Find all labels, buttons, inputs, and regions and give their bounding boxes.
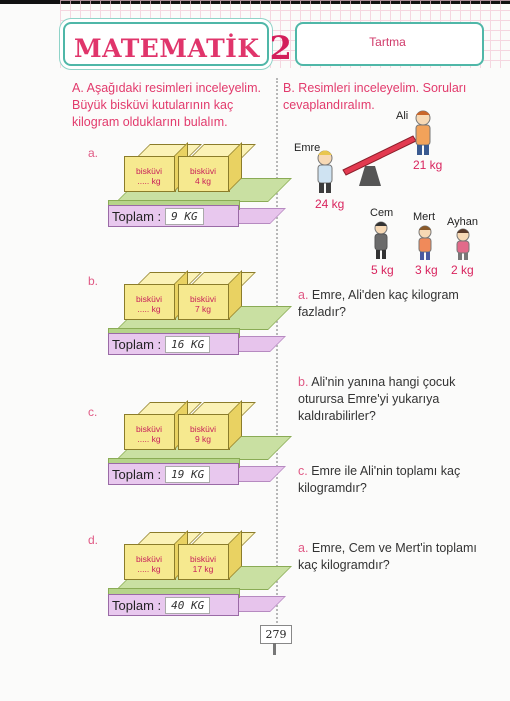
- box1-label: bisküvi..... kg: [136, 294, 162, 314]
- title-box: [63, 22, 269, 66]
- section-a-text: Aşağıdaki resimleri inceleyelim. Büyük b…: [72, 81, 261, 129]
- child-mert-figure: [418, 225, 432, 260]
- child-emre-figure: [317, 150, 333, 193]
- total-bar-d: Toplam : 40 KG: [108, 594, 239, 616]
- seesaw-pivot: [359, 166, 381, 186]
- question-b: b. Ali'nin yanına hangi çocuk oturursa E…: [298, 374, 484, 425]
- total-answer[interactable]: 19 KG: [165, 465, 211, 483]
- item-a-letter: a.: [88, 146, 99, 160]
- question-letter: a.: [298, 541, 309, 555]
- total-bar-b: Toplam : 16 KG: [108, 333, 239, 355]
- box1-label: bisküvi..... kg: [136, 554, 162, 574]
- child-weight-ayhan: 2 kg: [451, 263, 474, 277]
- child-name-emre: Emre: [294, 142, 321, 154]
- child-name-ayhan: Ayhan: [447, 216, 478, 228]
- child-weight-mert: 3 kg: [415, 263, 438, 277]
- question-c: c. Emre ile Ali'nin toplamı kaç kilogram…: [298, 463, 484, 497]
- child-cem-figure: [374, 221, 388, 259]
- question-text: Emre ile Ali'nin toplamı kaç kilogramdır…: [298, 464, 461, 495]
- child-name-cem: Cem: [370, 207, 394, 219]
- biscuit-box-large: [124, 414, 176, 450]
- biscuit-box-small: [178, 156, 230, 192]
- total-answer[interactable]: 40 KG: [165, 596, 211, 614]
- question-a: a. Emre, Ali'den kaç kilogram fazladır?: [298, 287, 484, 321]
- grade-number: 2: [269, 29, 293, 67]
- section-a-letter: A.: [72, 81, 84, 95]
- item-c-letter: c.: [88, 405, 98, 419]
- child-ali-figure: [415, 110, 431, 155]
- child-weight-emre: 24 kg: [315, 197, 345, 211]
- topic-box: [295, 22, 484, 66]
- section-a-instruction: A. Aşağıdaki resimleri inceleyelim. Büyü…: [72, 80, 272, 131]
- total-label: Toplam :: [112, 597, 162, 613]
- topic-label: Tartma: [369, 35, 406, 49]
- page-title: MATEMATİK 2: [74, 27, 293, 67]
- total-bar-c: Toplam : 19 KG: [108, 463, 239, 485]
- question-letter: c.: [298, 464, 308, 478]
- question-letter: b.: [298, 375, 309, 389]
- biscuit-box-small: [178, 414, 230, 450]
- child-weight-ali: 21 kg: [413, 158, 443, 172]
- question-text: Emre, Cem ve Mert'in toplamı kaç kilogra…: [298, 541, 477, 572]
- total-answer[interactable]: 9 KG: [165, 207, 204, 225]
- child-name-mert: Mert: [413, 211, 435, 223]
- seesaw-illustration: [317, 110, 470, 260]
- box1-label: bisküvi..... kg: [136, 424, 162, 444]
- question-letter: a.: [298, 288, 309, 302]
- section-b-letter: B.: [283, 81, 295, 95]
- section-b-instruction: B. Resimleri inceleyelim. Soruları cevap…: [283, 80, 483, 114]
- question-d: a. Emre, Cem ve Mert'in toplamı kaç kilo…: [298, 540, 484, 574]
- seesaw-plank: [342, 135, 417, 176]
- child-weight-cem: 5 kg: [371, 263, 394, 277]
- biscuit-box-small: [178, 544, 230, 580]
- question-text: Ali'nin yanına hangi çocuk oturursa Emre…: [298, 375, 456, 423]
- section-b-text: Resimleri inceleyelim. Soruları cevaplan…: [283, 81, 467, 112]
- biscuit-box-small: [178, 284, 230, 320]
- column-divider: [276, 78, 278, 638]
- total-label: Toplam :: [112, 336, 162, 352]
- child-name-ali: Ali: [396, 110, 409, 122]
- item-b-letter: b.: [88, 274, 99, 288]
- page-number: 279: [260, 625, 292, 644]
- page-number-post: [273, 643, 276, 655]
- biscuit-box-large: [124, 156, 176, 192]
- child-ayhan-figure: [456, 228, 470, 260]
- total-bar-a: Toplam : 9 KG: [108, 205, 239, 227]
- total-label: Toplam :: [112, 466, 162, 482]
- item-d-letter: d.: [88, 533, 99, 547]
- box1-label: bisküvi..... kg: [136, 166, 162, 186]
- subject-title: MATEMATİK: [74, 34, 260, 63]
- total-label: Toplam :: [112, 208, 162, 224]
- question-text: Emre, Ali'den kaç kilogram fazladır?: [298, 288, 459, 319]
- total-answer[interactable]: 16 KG: [165, 335, 211, 353]
